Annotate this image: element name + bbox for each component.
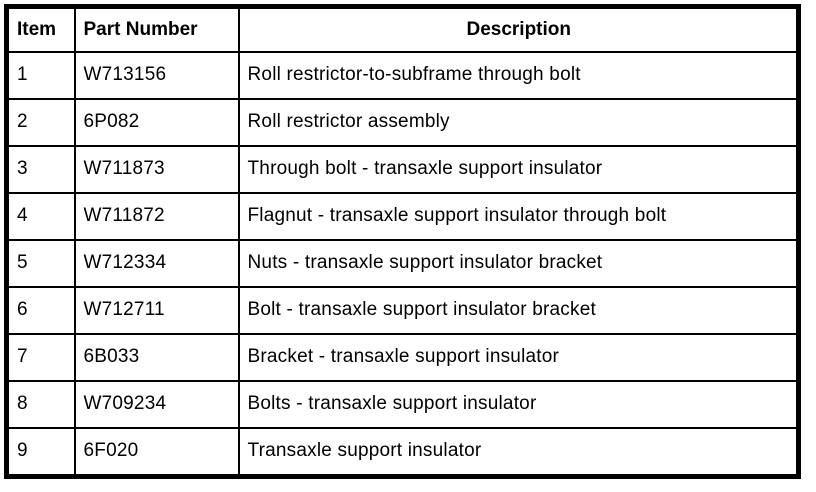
cell-item: 4 [5,192,76,241]
cell-item: 2 [5,98,76,147]
cell-description: Through bolt - transaxle support insulat… [237,145,800,194]
cell-part-number: W712711 [73,286,240,335]
header-row: Item Part Number Description [5,5,800,53]
cell-part-number: W711873 [73,145,240,194]
cell-part-number: W711872 [73,192,240,241]
cell-item: 7 [5,333,76,382]
cell-item: 9 [5,427,76,478]
cell-item: 5 [5,239,76,288]
column-header-item: Item [5,5,76,53]
cell-part-number: W713156 [73,51,240,100]
column-header-part-number: Part Number [73,5,240,53]
cell-part-number: W709234 [73,380,240,429]
cell-description: Roll restrictor assembly [237,98,800,147]
cell-description: Bracket - transaxle support insulator [237,333,800,382]
cell-description: Nuts - transaxle support insulator brack… [237,239,800,288]
cell-part-number: W712334 [73,239,240,288]
cell-description: Roll restrictor-to-subframe through bolt [237,51,800,100]
cell-description: Bolts - transaxle support insulator [237,380,800,429]
cell-part-number: 6F020 [73,427,240,478]
cell-part-number: 6P082 [73,98,240,147]
cell-item: 1 [5,51,76,100]
cell-description: Bolt - transaxle support insulator brack… [237,286,800,335]
cell-description: Transaxle support insulator [237,427,800,478]
cell-item: 3 [5,145,76,194]
cell-description: Flagnut - transaxle support insulator th… [237,192,800,241]
cell-item: 6 [5,286,76,335]
cell-part-number: 6B033 [73,333,240,382]
cell-item: 8 [5,380,76,429]
column-header-description: Description [237,5,800,53]
